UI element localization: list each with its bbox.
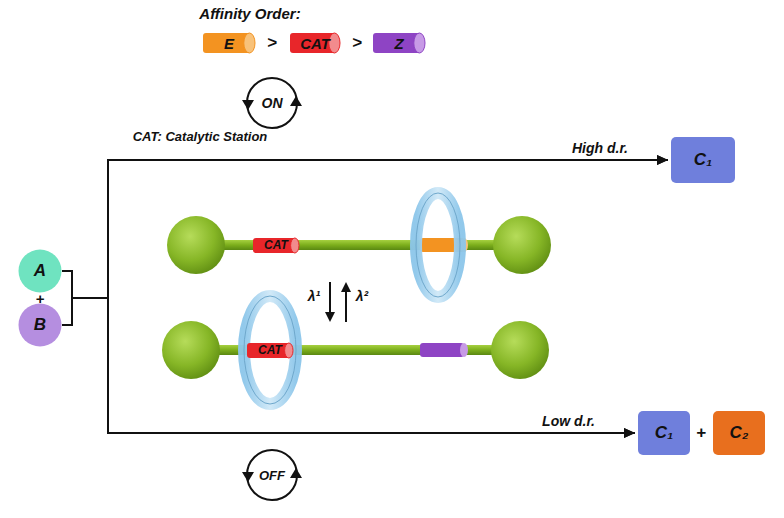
node-text: B	[34, 315, 46, 335]
lower-rotaxane	[162, 296, 549, 404]
greater-than: >	[352, 33, 362, 53]
edge-label: Low d.r.	[540, 413, 597, 429]
node-text: CAT	[264, 238, 288, 252]
reaction-arrow	[62, 155, 668, 325]
product-box: C₁	[638, 411, 690, 455]
light-label: λ²	[356, 288, 368, 304]
catalytic-station: CAT	[253, 238, 299, 253]
edge-label: High d.r.	[570, 140, 630, 156]
node-text: C₂	[730, 423, 749, 443]
product-box: C₂	[713, 411, 765, 455]
affinity-heading: Affinity Order:	[199, 5, 300, 22]
product-box: C₁	[671, 137, 735, 183]
light-label: λ¹	[308, 288, 320, 304]
node-text: A	[34, 261, 46, 281]
affinity-station-z: Z	[373, 33, 425, 53]
node-text: Z	[394, 35, 403, 52]
reactant-circle: A	[18, 249, 62, 293]
affinity-station-e: E	[203, 33, 255, 53]
reaction-arrow	[62, 298, 635, 438]
upper-rotaxane	[167, 193, 551, 297]
plus-sign: +	[696, 423, 706, 443]
cycle-label: OFF	[259, 468, 285, 483]
node-text: C₁	[694, 150, 712, 170]
greater-than: >	[267, 33, 277, 53]
reaction-arrow	[62, 271, 635, 438]
station-caption: CAT: Catalytic Station	[133, 129, 268, 144]
catalytic-station: CAT	[247, 343, 293, 358]
reaction-arrow	[62, 155, 668, 298]
reactant-circle: B	[18, 303, 62, 347]
node-text: E	[224, 35, 234, 52]
node-text: CAT	[258, 343, 282, 357]
node-text: C₁	[655, 423, 673, 443]
node-text: CAT	[300, 35, 330, 52]
plus-sign: +	[36, 290, 45, 307]
photo-switch-arrows	[325, 282, 351, 322]
affinity-station-cat: CAT	[290, 33, 340, 53]
cycle-label: ON	[262, 95, 283, 111]
